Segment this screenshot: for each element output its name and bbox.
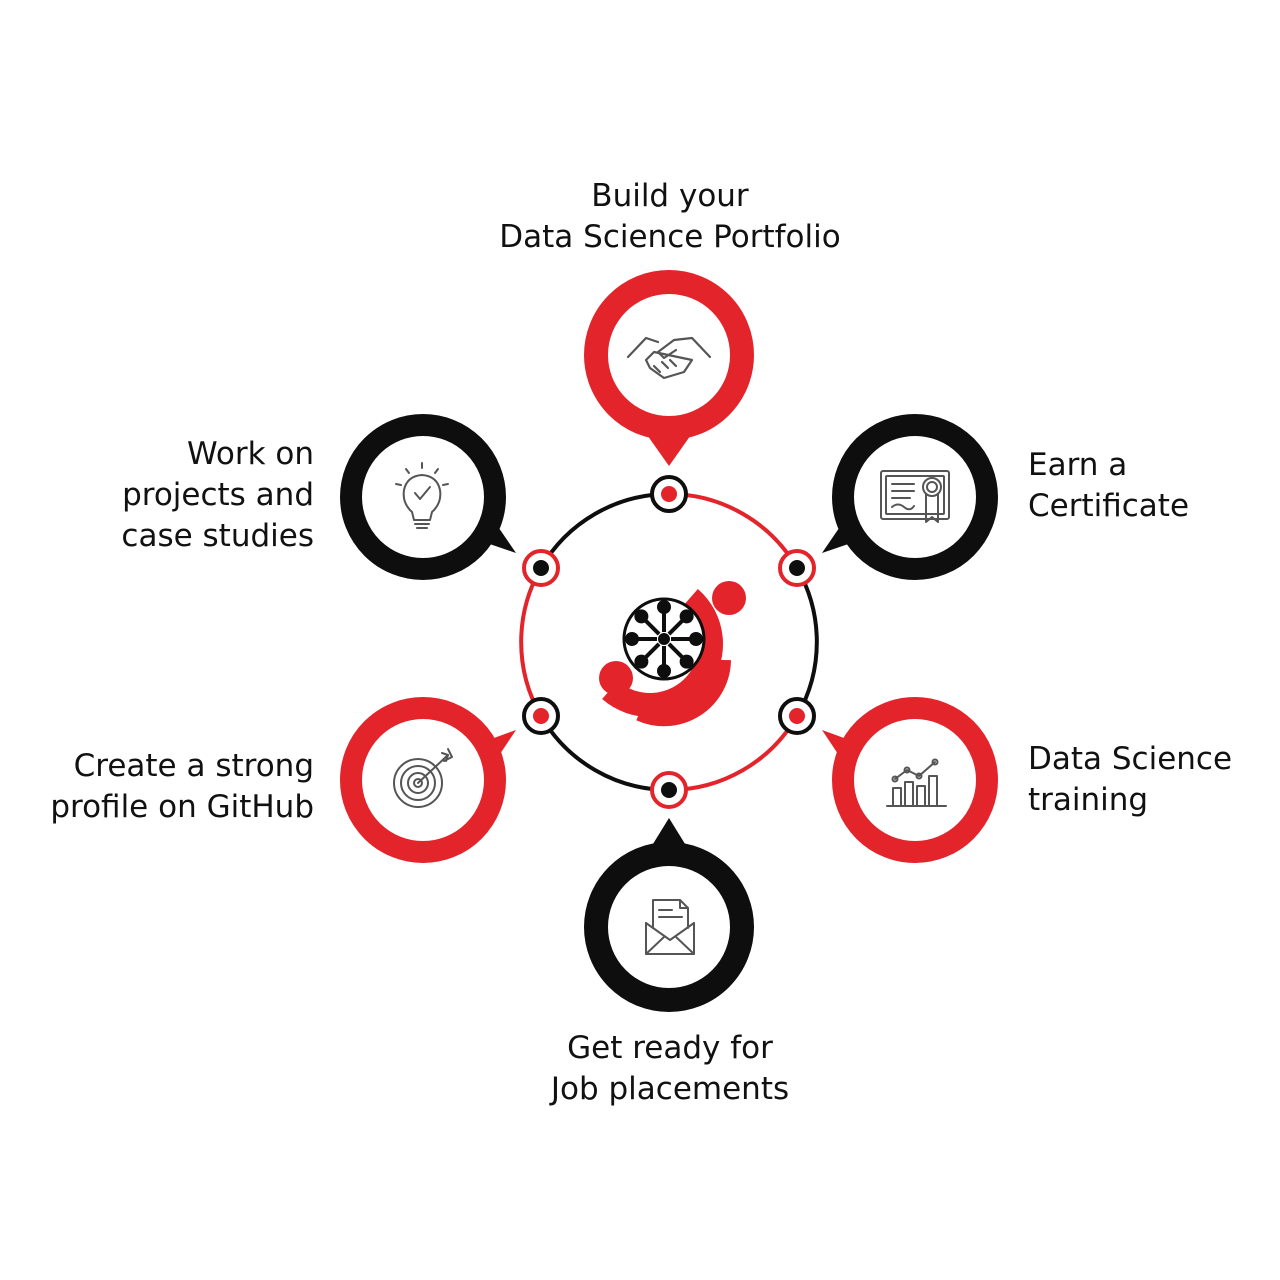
ring-arc-top-left bbox=[539, 492, 670, 570]
ring-arc-right bbox=[795, 567, 819, 717]
handshake-icon bbox=[626, 336, 712, 380]
ring-arc-top-right bbox=[668, 492, 799, 570]
label-certificate: Earn a Certificate bbox=[1028, 447, 1190, 524]
ring-node-top-right bbox=[778, 549, 816, 587]
ring-arc-bottom-left bbox=[539, 714, 670, 792]
badge-github bbox=[340, 697, 516, 863]
label-projects: Work on projects and case studies bbox=[121, 436, 314, 554]
ring-arc-bottom-right bbox=[668, 714, 799, 792]
label-training: Data Science training bbox=[1028, 741, 1233, 818]
ring-node-bottom-left bbox=[522, 697, 560, 735]
label-portfolio: Build your Data Science Portfolio bbox=[499, 178, 841, 255]
certificate-icon bbox=[880, 470, 950, 523]
badge-placements bbox=[584, 818, 754, 1012]
badge-projects bbox=[340, 414, 516, 580]
label-github: Create a strong profile on GitHub bbox=[50, 748, 314, 825]
ring-arc-left bbox=[519, 567, 543, 717]
badge-portfolio bbox=[584, 270, 754, 466]
label-placements: Get ready for Job placements bbox=[550, 1030, 790, 1107]
target-icon bbox=[393, 748, 453, 808]
people-circle-logo bbox=[599, 581, 746, 727]
ring-node-bottom-right bbox=[778, 697, 816, 735]
bar-chart-icon bbox=[886, 758, 947, 807]
ring-nodes bbox=[522, 475, 816, 809]
ring-node-bottom bbox=[650, 771, 688, 809]
ring-node-top bbox=[650, 475, 688, 513]
envelope-letter-icon bbox=[645, 899, 695, 955]
badge-training bbox=[822, 697, 998, 863]
badge-certificate bbox=[822, 414, 998, 580]
central-ring bbox=[519, 492, 819, 792]
lightbulb-icon bbox=[395, 462, 449, 529]
ring-node-top-left bbox=[522, 549, 560, 587]
